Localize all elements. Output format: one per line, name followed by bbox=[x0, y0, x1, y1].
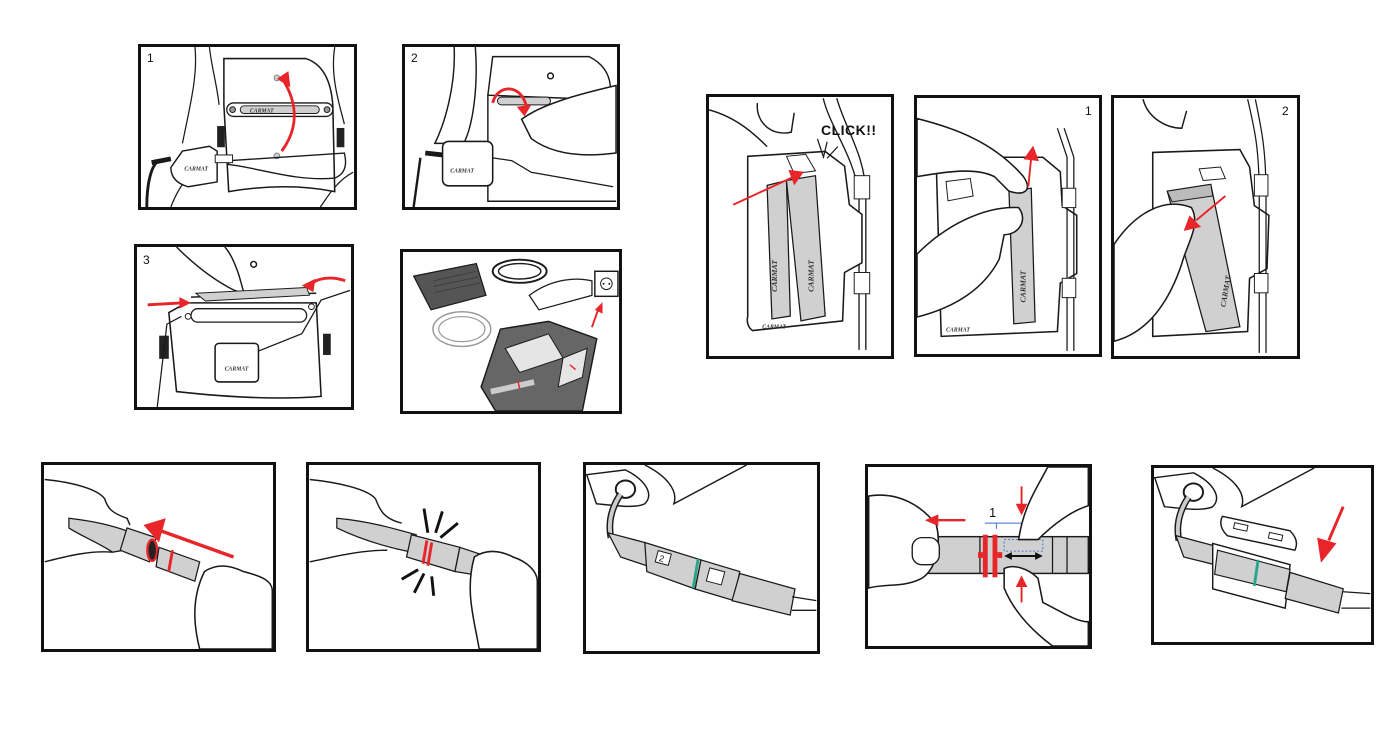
panel-step-2-remove-battery: 2 CARMAT bbox=[1111, 95, 1300, 359]
panel-attach-clip-cover bbox=[1151, 465, 1374, 645]
svg-text:CARMAT: CARMAT bbox=[1018, 270, 1027, 302]
svg-text:CARMAT: CARMAT bbox=[762, 325, 786, 331]
step-number: 2 bbox=[1282, 104, 1289, 118]
step-number: 1 bbox=[147, 51, 154, 65]
connector-align-illustration bbox=[44, 478, 273, 649]
panel-disconnect-connector: 1 bbox=[865, 464, 1092, 649]
panel-align-connector bbox=[41, 462, 276, 652]
belt-flap-illustration: CARMAT CARMAT bbox=[145, 47, 354, 207]
connected-cable-illustration: 2 bbox=[586, 465, 817, 616]
clip-cover-illustration bbox=[1154, 468, 1371, 614]
step-number: 3 bbox=[143, 253, 150, 267]
battery-latch-illustration: CARMAT CARMAT bbox=[917, 117, 1078, 351]
panel-connect-charger bbox=[400, 249, 622, 414]
step-number: 2 bbox=[411, 51, 418, 65]
svg-text:CARMAT: CARMAT bbox=[250, 109, 274, 115]
battery-remove-illustration: CARMAT bbox=[1114, 99, 1270, 353]
svg-text:CARMAT: CARMAT bbox=[450, 168, 474, 174]
panel-step-1-lift-flap: 1 CARMAT CARMAT bbox=[138, 44, 357, 210]
panel-step-3-insert-controller: 3 CARMAT bbox=[134, 244, 354, 410]
open-flap-illustration: CARMAT bbox=[412, 47, 617, 207]
panel-step-2-open-flap: 2 CARMAT bbox=[402, 44, 620, 210]
svg-text:CARMAT: CARMAT bbox=[807, 260, 816, 292]
bracket-label: 1 bbox=[989, 505, 997, 520]
panel-step-1-press-latch: 1 CARMAT CARMAT bbox=[914, 95, 1102, 357]
click-label: CLICK!! bbox=[821, 122, 877, 138]
panel-connected-cable: 2 bbox=[583, 462, 820, 654]
connector-number-label: 2 bbox=[658, 553, 665, 564]
pocket-insert-illustration: CARMAT bbox=[147, 247, 351, 407]
svg-text:CARMAT: CARMAT bbox=[770, 260, 779, 292]
connector-click-illustration bbox=[309, 478, 538, 649]
battery-insert-illustration: CARMAT CARMAT CARMAT bbox=[709, 98, 871, 350]
step-number: 1 bbox=[1085, 104, 1092, 118]
charger-outlet-illustration bbox=[412, 258, 619, 411]
svg-text:CARMAT: CARMAT bbox=[184, 166, 208, 172]
disconnect-illustration bbox=[868, 467, 1089, 646]
panel-insert-battery-click: CLICK!! CARMAT CARMAT CARMAT bbox=[706, 94, 894, 359]
svg-text:CARMAT: CARMAT bbox=[946, 328, 970, 334]
svg-text:CARMAT: CARMAT bbox=[225, 366, 249, 372]
panel-connector-click bbox=[306, 462, 541, 652]
